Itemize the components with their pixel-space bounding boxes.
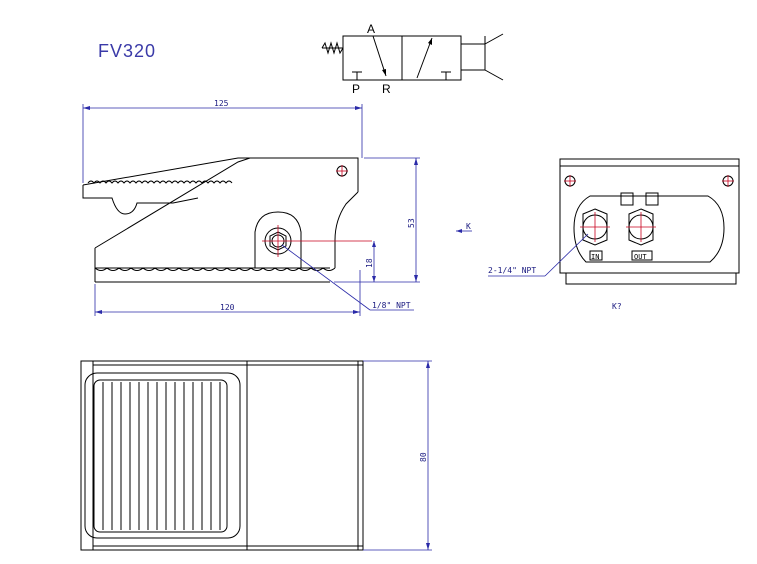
- end-port-note: 2-1/4" NPT: [488, 266, 536, 275]
- dim-base-length: 120: [220, 303, 235, 312]
- valve-box-right: [401, 35, 462, 81]
- side-view: 125 120 53 18 1/8" NPT K: [82, 99, 472, 316]
- port-p-label: P: [352, 82, 360, 96]
- dim-width: 80: [419, 452, 428, 462]
- body-rear-curve: [334, 191, 359, 268]
- body-outline: [94, 248, 330, 269]
- top-view-outline: [80, 360, 364, 551]
- pedal-lower-outline: [82, 185, 199, 215]
- end-view-base: [565, 272, 737, 285]
- valve-box-left: [342, 35, 403, 81]
- top-view: 80: [80, 360, 432, 551]
- end-view-body: [573, 195, 725, 263]
- port-boss: [254, 211, 302, 268]
- in-port-hex: [582, 208, 608, 246]
- dim-overall-length: 125: [214, 99, 229, 108]
- out-label: OUT: [634, 253, 647, 261]
- pedal-top-outline: [82, 157, 359, 192]
- pedal-ribs: [102, 382, 221, 530]
- base-grip-serration: [94, 267, 336, 271]
- view-marker: K: [466, 222, 471, 231]
- port-r-label: R: [382, 82, 391, 96]
- body-slope-line: [94, 157, 251, 249]
- side-port-note: 1/8" NPT: [372, 301, 411, 310]
- port-a-label: A: [367, 22, 375, 36]
- model-title: FV320: [98, 41, 156, 61]
- valve-symbol: A P R: [321, 22, 504, 96]
- dim-port-height: 18: [365, 258, 374, 268]
- end-view-outline: [559, 158, 740, 274]
- out-port-hex: [628, 208, 654, 246]
- view-label: K?: [612, 302, 622, 311]
- pedal-grip-serration: [87, 180, 233, 184]
- end-view: IN OUT 2-1/4" NPT K?: [488, 158, 740, 311]
- in-label: IN: [591, 253, 599, 261]
- pedal-pad: [93, 379, 228, 533]
- dim-overall-height: 53: [407, 218, 416, 228]
- pedal-pad-outer: [84, 372, 241, 539]
